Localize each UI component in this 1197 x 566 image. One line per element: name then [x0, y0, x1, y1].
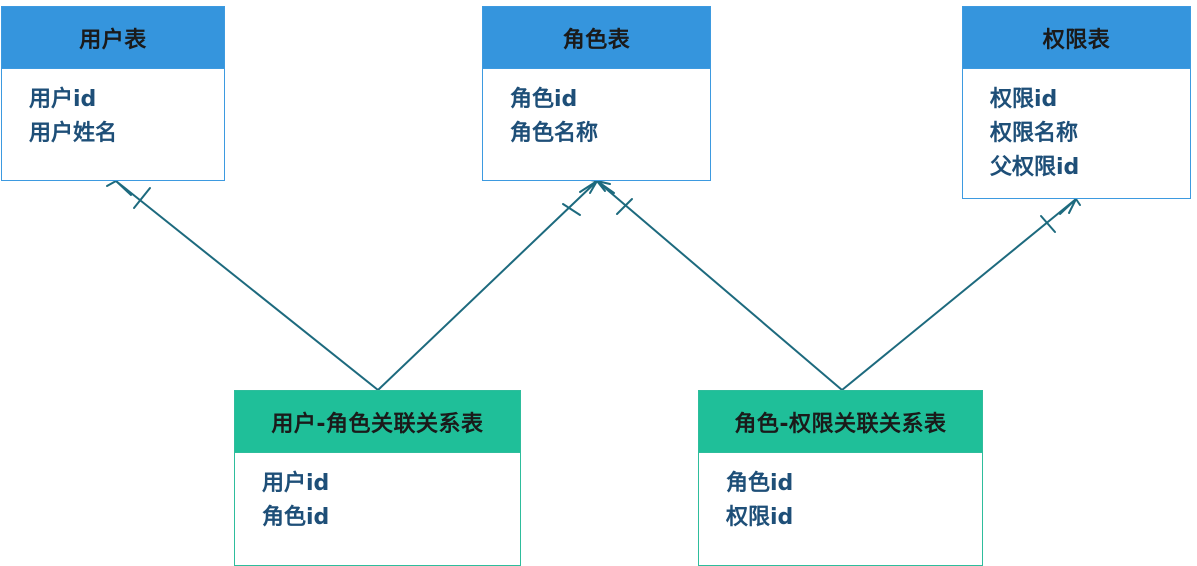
role-permission-join-entity: 角色-权限关联关系表 角色id 权限id: [698, 390, 983, 566]
connector-user-role-to-users: [106, 174, 379, 391]
field-permission-id: 权限id: [990, 87, 1058, 112]
users-table-entity: 用户表 用户id 用户姓名: [1, 6, 225, 181]
field-user-role-role-id: 角色id: [262, 505, 330, 530]
user-role-table-fields: 用户id 角色id: [235, 453, 520, 535]
roles-table-entity: 角色表 角色id 角色名称: [482, 6, 711, 181]
field-permission-name: 权限名称: [990, 121, 1079, 146]
field-role-id: 角色id: [510, 87, 578, 112]
field-role-name: 角色名称: [510, 121, 599, 146]
role-permission-table-title: 角色-权限关联关系表: [699, 391, 982, 453]
permissions-table-entity: 权限表 权限id 权限名称 父权限id: [962, 6, 1191, 199]
field-user-id: 用户id: [29, 87, 97, 112]
field-user-name: 用户姓名: [29, 121, 118, 146]
field-user-role-user-id: 用户id: [262, 471, 330, 496]
role-permission-table-fields: 角色id 权限id: [699, 453, 982, 535]
permissions-table-title: 权限表: [963, 7, 1190, 69]
roles-table-title: 角色表: [483, 7, 710, 69]
user-role-table-title: 用户-角色关联关系表: [235, 391, 520, 453]
field-parent-permission-id: 父权限id: [990, 155, 1080, 180]
connector-role-perm-to-permissions: [841, 198, 1081, 391]
connector-role-perm-to-roles: [596, 180, 843, 391]
roles-table-fields: 角色id 角色名称: [483, 69, 710, 151]
permissions-table-fields: 权限id 权限名称 父权限id: [963, 69, 1190, 185]
user-role-join-entity: 用户-角色关联关系表 用户id 角色id: [234, 390, 521, 566]
connector-user-role-to-roles: [377, 178, 600, 391]
users-table-fields: 用户id 用户姓名: [2, 69, 224, 151]
users-table-title: 用户表: [2, 7, 224, 69]
field-role-permission-permission-id: 权限id: [726, 505, 794, 530]
field-role-permission-role-id: 角色id: [726, 471, 794, 496]
